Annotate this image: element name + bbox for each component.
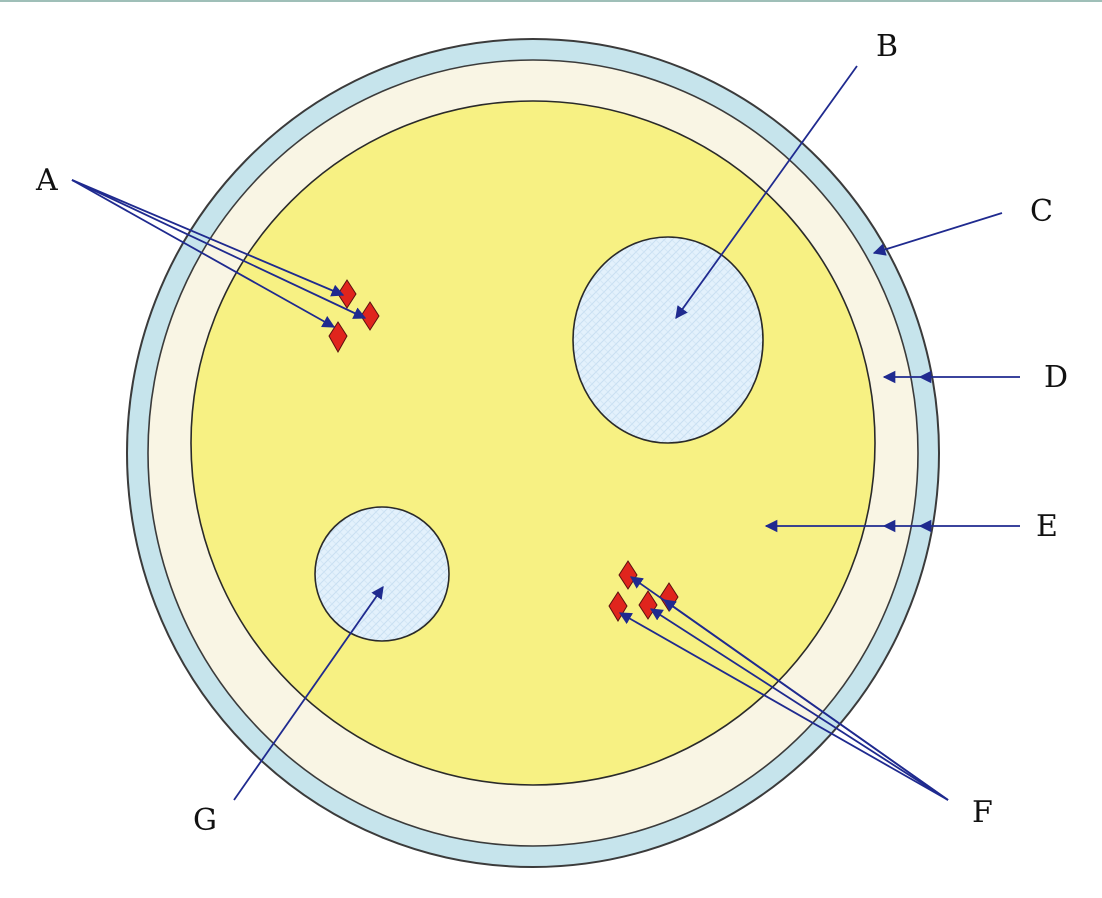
arrow-b xyxy=(675,65,858,320)
arrow-a-3 xyxy=(71,179,336,328)
arrow-a-2 xyxy=(71,179,367,319)
large-vacuole xyxy=(572,236,764,444)
label-f: F xyxy=(972,795,993,830)
granule xyxy=(608,591,628,622)
arrow-f-2 xyxy=(662,599,949,801)
label-b: B xyxy=(876,29,898,64)
arrow-g xyxy=(233,585,384,801)
label-a: A xyxy=(35,163,58,198)
arrow-a-1 xyxy=(71,179,345,297)
cytoplasm xyxy=(190,100,876,786)
arrow-f-3 xyxy=(649,608,949,801)
label-g: G xyxy=(193,803,217,838)
arrow-c xyxy=(872,212,1003,256)
small-vacuole xyxy=(314,506,450,642)
granule xyxy=(328,321,348,354)
label-d: D xyxy=(1044,360,1068,395)
label-c: C xyxy=(1030,194,1053,229)
label-e: E xyxy=(1036,509,1058,544)
top-rule xyxy=(0,0,1102,2)
arrow-f-4 xyxy=(618,612,949,801)
pointer-arrows xyxy=(71,65,1020,801)
